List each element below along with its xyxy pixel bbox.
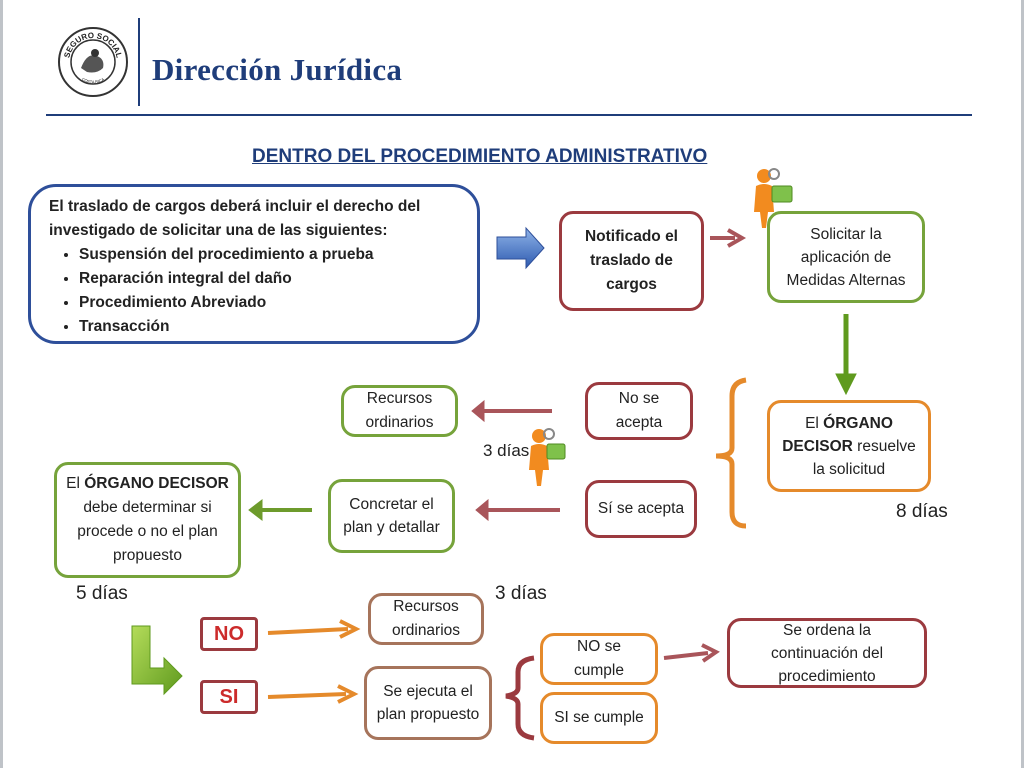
box-organo-determina-text: El ÓRGANO DECISOR debe determinar si pro… [66, 475, 229, 564]
arrow-to-solicitar [710, 228, 747, 248]
box-se-ordena: Se ordena la continuación del procedimie… [727, 618, 927, 688]
box-se-ejecuta: Se ejecuta el plan propuesto [364, 666, 492, 740]
intro-box: El traslado de cargos deberá incluir el … [28, 184, 480, 344]
person-with-folder-icon [754, 168, 793, 228]
intro-item: Reparación integral del daño [79, 267, 463, 291]
box-recursos-2-text: Recursos ordinarios [391, 598, 461, 639]
big-blue-arrow [496, 226, 545, 270]
box-organo-determina: El ÓRGANO DECISOR debe determinar si pro… [54, 462, 241, 578]
arrow-down-to-organo [835, 314, 857, 396]
intro-item: Procedimiento Abreviado [79, 291, 463, 315]
header-divider [138, 18, 140, 106]
box-no-cumple: NO se cumple [540, 633, 658, 685]
box-solicitar-text: Solicitar la aplicación de Medidas Alter… [786, 225, 906, 289]
choice-si: SI [200, 680, 258, 714]
box-notificado-text: Notificado el traslado de cargos [584, 228, 678, 293]
box-se-ejecuta-text: Se ejecuta el plan propuesto [376, 683, 480, 723]
intro-lead: El traslado de cargos deberá incluir el … [49, 198, 421, 239]
arrow-to-concretar [475, 498, 560, 522]
box-no-cumple-text: NO se cumple [574, 638, 624, 679]
logo-text-bottom: COSTA RICA [81, 76, 105, 84]
box-concretar-text: Concretar el plan y detallar [343, 496, 440, 536]
box-si-cumple: SI se cumple [540, 692, 658, 744]
arrow-to-se-ordena [663, 643, 720, 663]
arrow-to-recursos-1 [471, 399, 552, 423]
box-si-acepta: Sí se acepta [585, 480, 697, 538]
box-si-acepta-text: Sí se acepta [597, 500, 685, 517]
bracket-acepta [715, 377, 747, 529]
box-si-cumple-text: SI se cumple [554, 709, 644, 726]
box-recursos-2: Recursos ordinarios [368, 593, 484, 645]
box-recursos-1-text: Recursos ordinarios [365, 390, 434, 431]
arrow-si-to-ejecuta [267, 684, 359, 704]
seguro-social-logo: SEGURO SOCIAL COSTA RICA [58, 27, 128, 97]
person-with-folder-icon [529, 428, 566, 486]
box-concretar: Concretar el plan y detallar [328, 479, 455, 553]
box-organo-resuelve: El ÓRGANO DECISOR resuelve la solicitud [767, 400, 931, 492]
intro-item: Suspensión del procedimiento a prueba [79, 243, 463, 267]
intro-list: Suspensión del procedimiento a prueba Re… [49, 243, 463, 339]
slide-edge-right [1021, 0, 1024, 768]
box-solicitar: Solicitar la aplicación de Medidas Alter… [767, 211, 925, 303]
box-se-ordena-text: Se ordena la continuación del procedimie… [770, 621, 884, 685]
header-rule [46, 114, 972, 116]
box-no-acepta-text: No se acepta [615, 390, 663, 431]
slide-edge-left [0, 0, 3, 768]
arrow-no-to-recursos [267, 619, 361, 639]
box-organo-resuelve-text: El ÓRGANO DECISOR resuelve la solicitud [782, 414, 916, 478]
arrow-to-organo-determina [248, 498, 312, 522]
header-title: Dirección Jurídica [152, 52, 403, 87]
svg-text:COSTA RICA: COSTA RICA [81, 76, 105, 84]
label-tres-dias-b: 3 días [495, 583, 547, 604]
bracket-cumple [505, 655, 535, 741]
box-recursos-1: Recursos ordinarios [341, 385, 458, 437]
label-tres-dias-a: 3 días [483, 441, 530, 460]
box-notificado: Notificado el traslado de cargos [559, 211, 704, 311]
green-l-arrow [131, 625, 183, 696]
label-cinco-dias: 5 días [76, 583, 128, 604]
choice-no: NO [200, 617, 258, 651]
section-title: DENTRO DEL PROCEDIMIENTO ADMINISTRATIVO [252, 146, 708, 167]
intro-item: Transacción [79, 315, 463, 339]
box-no-acepta: No se acepta [585, 382, 693, 440]
label-ocho-dias: 8 días [896, 501, 948, 522]
